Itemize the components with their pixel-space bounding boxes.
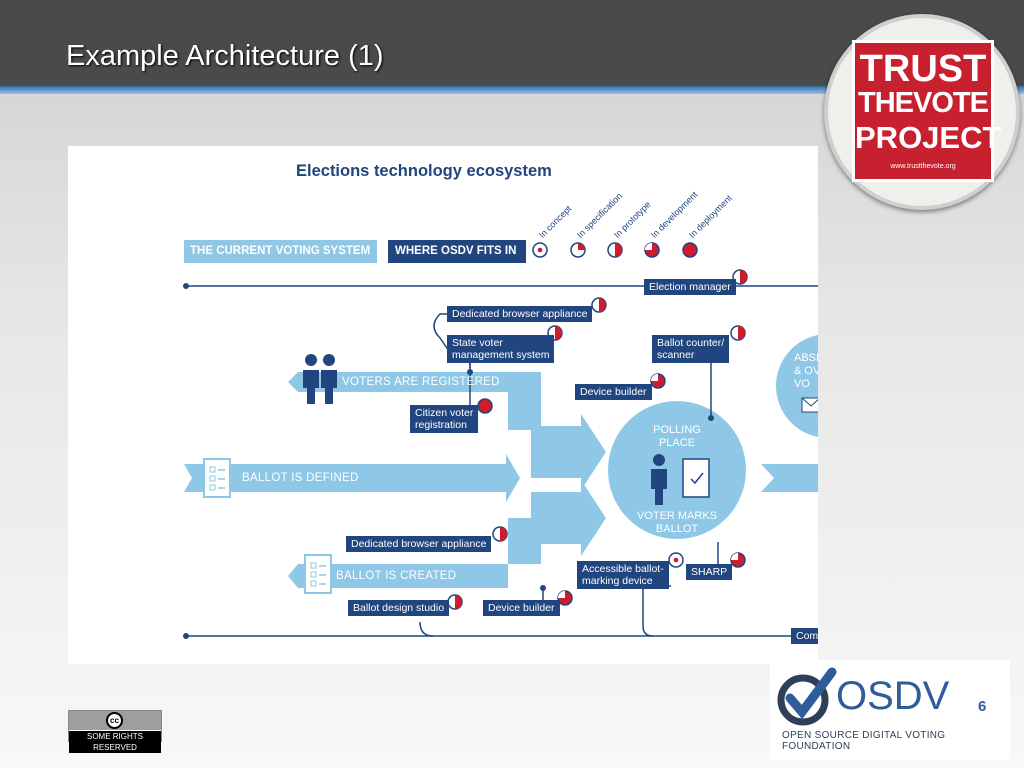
osdv-logo: OSDV OPEN SOURCE DIGITAL VOTING FOUNDATI…	[770, 660, 1010, 760]
flow-upper-join	[531, 414, 606, 490]
citizen-registration-box: Citizen voter registration	[410, 405, 479, 433]
osdv-tag: WHERE OSDV FITS IN	[388, 240, 526, 263]
osdv-subtitle: OPEN SOURCE DIGITAL VOTING FOUNDATION	[782, 730, 946, 752]
polling-place-label: POLLING PLACE	[653, 424, 701, 449]
voter-marks-label: VOTER MARKS BALLOT	[636, 510, 718, 535]
ballot-counter-box: Ballot counter/ scanner	[652, 335, 730, 363]
title-stripe	[0, 86, 1024, 94]
trust-the-vote-logo: TRUST THEVOTE PROJECT www.trustthevote.o…	[824, 14, 1020, 210]
logo-line-1: TRUST	[859, 48, 987, 90]
com-box: Com	[791, 628, 818, 644]
flow-lower-join	[531, 480, 606, 556]
osdv-name: OSDV	[836, 674, 950, 718]
logo-square: TRUST THEVOTE PROJECT www.trustthevote.o…	[852, 40, 1002, 182]
ecosystem-diagram: Elections technology ecosystem THE CURRE…	[68, 146, 818, 664]
cc-icon: cc	[106, 712, 123, 729]
accessible-device-box: Accessible ballot- marking device	[577, 561, 669, 589]
person-icons	[303, 354, 337, 404]
absentee-label: ABSE & OVE VO	[794, 352, 818, 390]
browser-appliance-box-2: Dedicated browser appliance	[346, 536, 492, 552]
cc-license-badge[interactable]: cc SOME RIGHTS RESERVED	[68, 710, 162, 753]
voter-icon	[651, 454, 667, 505]
current-system-tag: THE CURRENT VOTING SYSTEM	[184, 240, 377, 263]
page-number: 6	[978, 698, 987, 715]
device-builder-box-1: Device builder	[575, 384, 652, 400]
logo-url: www.trustthevote.org	[890, 163, 956, 170]
polling-place-circle	[608, 401, 746, 539]
accessible-link	[642, 585, 671, 637]
slide-title: Example Architecture (1)	[66, 40, 384, 72]
cc-license-text: SOME RIGHTS RESERVED	[69, 731, 161, 753]
marked-ballot-icon	[682, 458, 710, 498]
diagram-title: Elections technology ecosystem	[296, 162, 552, 180]
election-manager-box: Election manager	[644, 279, 736, 295]
browser-appliance-box-1: Dedicated browser appliance	[447, 306, 593, 322]
flow-created-arrow	[288, 518, 541, 588]
device-builder-box-2: Device builder	[483, 600, 560, 616]
flow-out-arrow	[761, 464, 818, 492]
ballot-design-studio-box: Ballot design studio	[348, 600, 450, 616]
checkmark-icon	[777, 667, 837, 726]
state-voter-box: State voter management system	[447, 335, 555, 363]
envelope-icon	[801, 397, 818, 413]
flow-voters-arrow	[288, 372, 541, 430]
browser-loop	[433, 313, 452, 355]
logo-line-3: PROJECT	[855, 120, 1002, 155]
flow-voters-label: VOTERS ARE REGISTERED	[342, 376, 500, 388]
logo-line-2: THEVOTE	[858, 87, 989, 119]
flow-defined-label: BALLOT IS DEFINED	[242, 472, 359, 484]
sharp-box: SHARP	[686, 564, 733, 580]
flow-created-label: BALLOT IS CREATED	[336, 570, 457, 582]
cc-badge-top: cc	[69, 711, 161, 730]
diagram-graphics	[183, 242, 818, 639]
studio-link	[419, 621, 434, 637]
flow-defined-arrow	[184, 454, 520, 502]
